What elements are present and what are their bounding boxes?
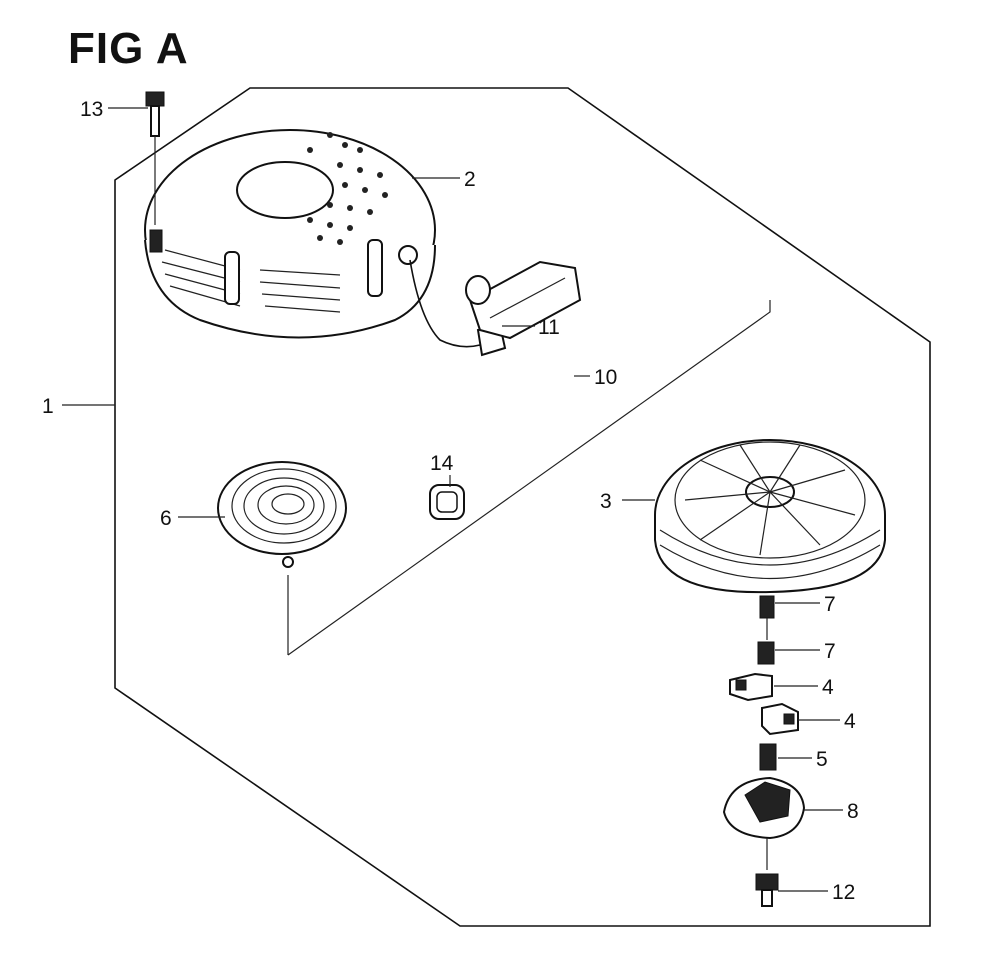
starter-grip <box>465 260 582 340</box>
callout-1: 1 <box>42 395 54 418</box>
setting-bolt <box>755 873 779 907</box>
recoil-spring <box>217 461 347 568</box>
flange-bolt <box>145 91 165 225</box>
friction-spring <box>759 743 777 771</box>
friction-plate <box>722 776 806 870</box>
callout-12: 12 <box>832 881 855 904</box>
callout-11: 11 <box>538 316 560 339</box>
starter-rope <box>409 259 481 348</box>
callout-6: 6 <box>160 507 172 530</box>
callout-2: 2 <box>464 168 476 191</box>
spring-7-lower <box>757 641 775 665</box>
assembly-boundary <box>114 87 931 927</box>
callout-14: 14 <box>430 452 454 475</box>
callout-13: 13 <box>80 98 103 121</box>
subassembly-outline <box>287 300 771 656</box>
callout-4-lower: 4 <box>844 710 856 733</box>
ratchet-4-upper <box>729 672 773 702</box>
callout-8: 8 <box>847 800 859 823</box>
starter-case <box>144 129 436 339</box>
callout-7-lower: 7 <box>824 640 836 663</box>
spring-7-upper <box>759 595 775 640</box>
figure-title: FIG A <box>68 24 189 73</box>
callout-10: 10 <box>594 366 617 389</box>
callout-5: 5 <box>816 748 828 771</box>
leader-lines <box>62 107 843 892</box>
rope-guide <box>429 484 465 520</box>
recoil-reel <box>654 439 886 594</box>
callout-4-upper: 4 <box>822 676 834 699</box>
callout-7-upper: 7 <box>824 593 836 616</box>
ratchet-4-lower <box>761 702 799 736</box>
callout-3: 3 <box>600 490 612 513</box>
